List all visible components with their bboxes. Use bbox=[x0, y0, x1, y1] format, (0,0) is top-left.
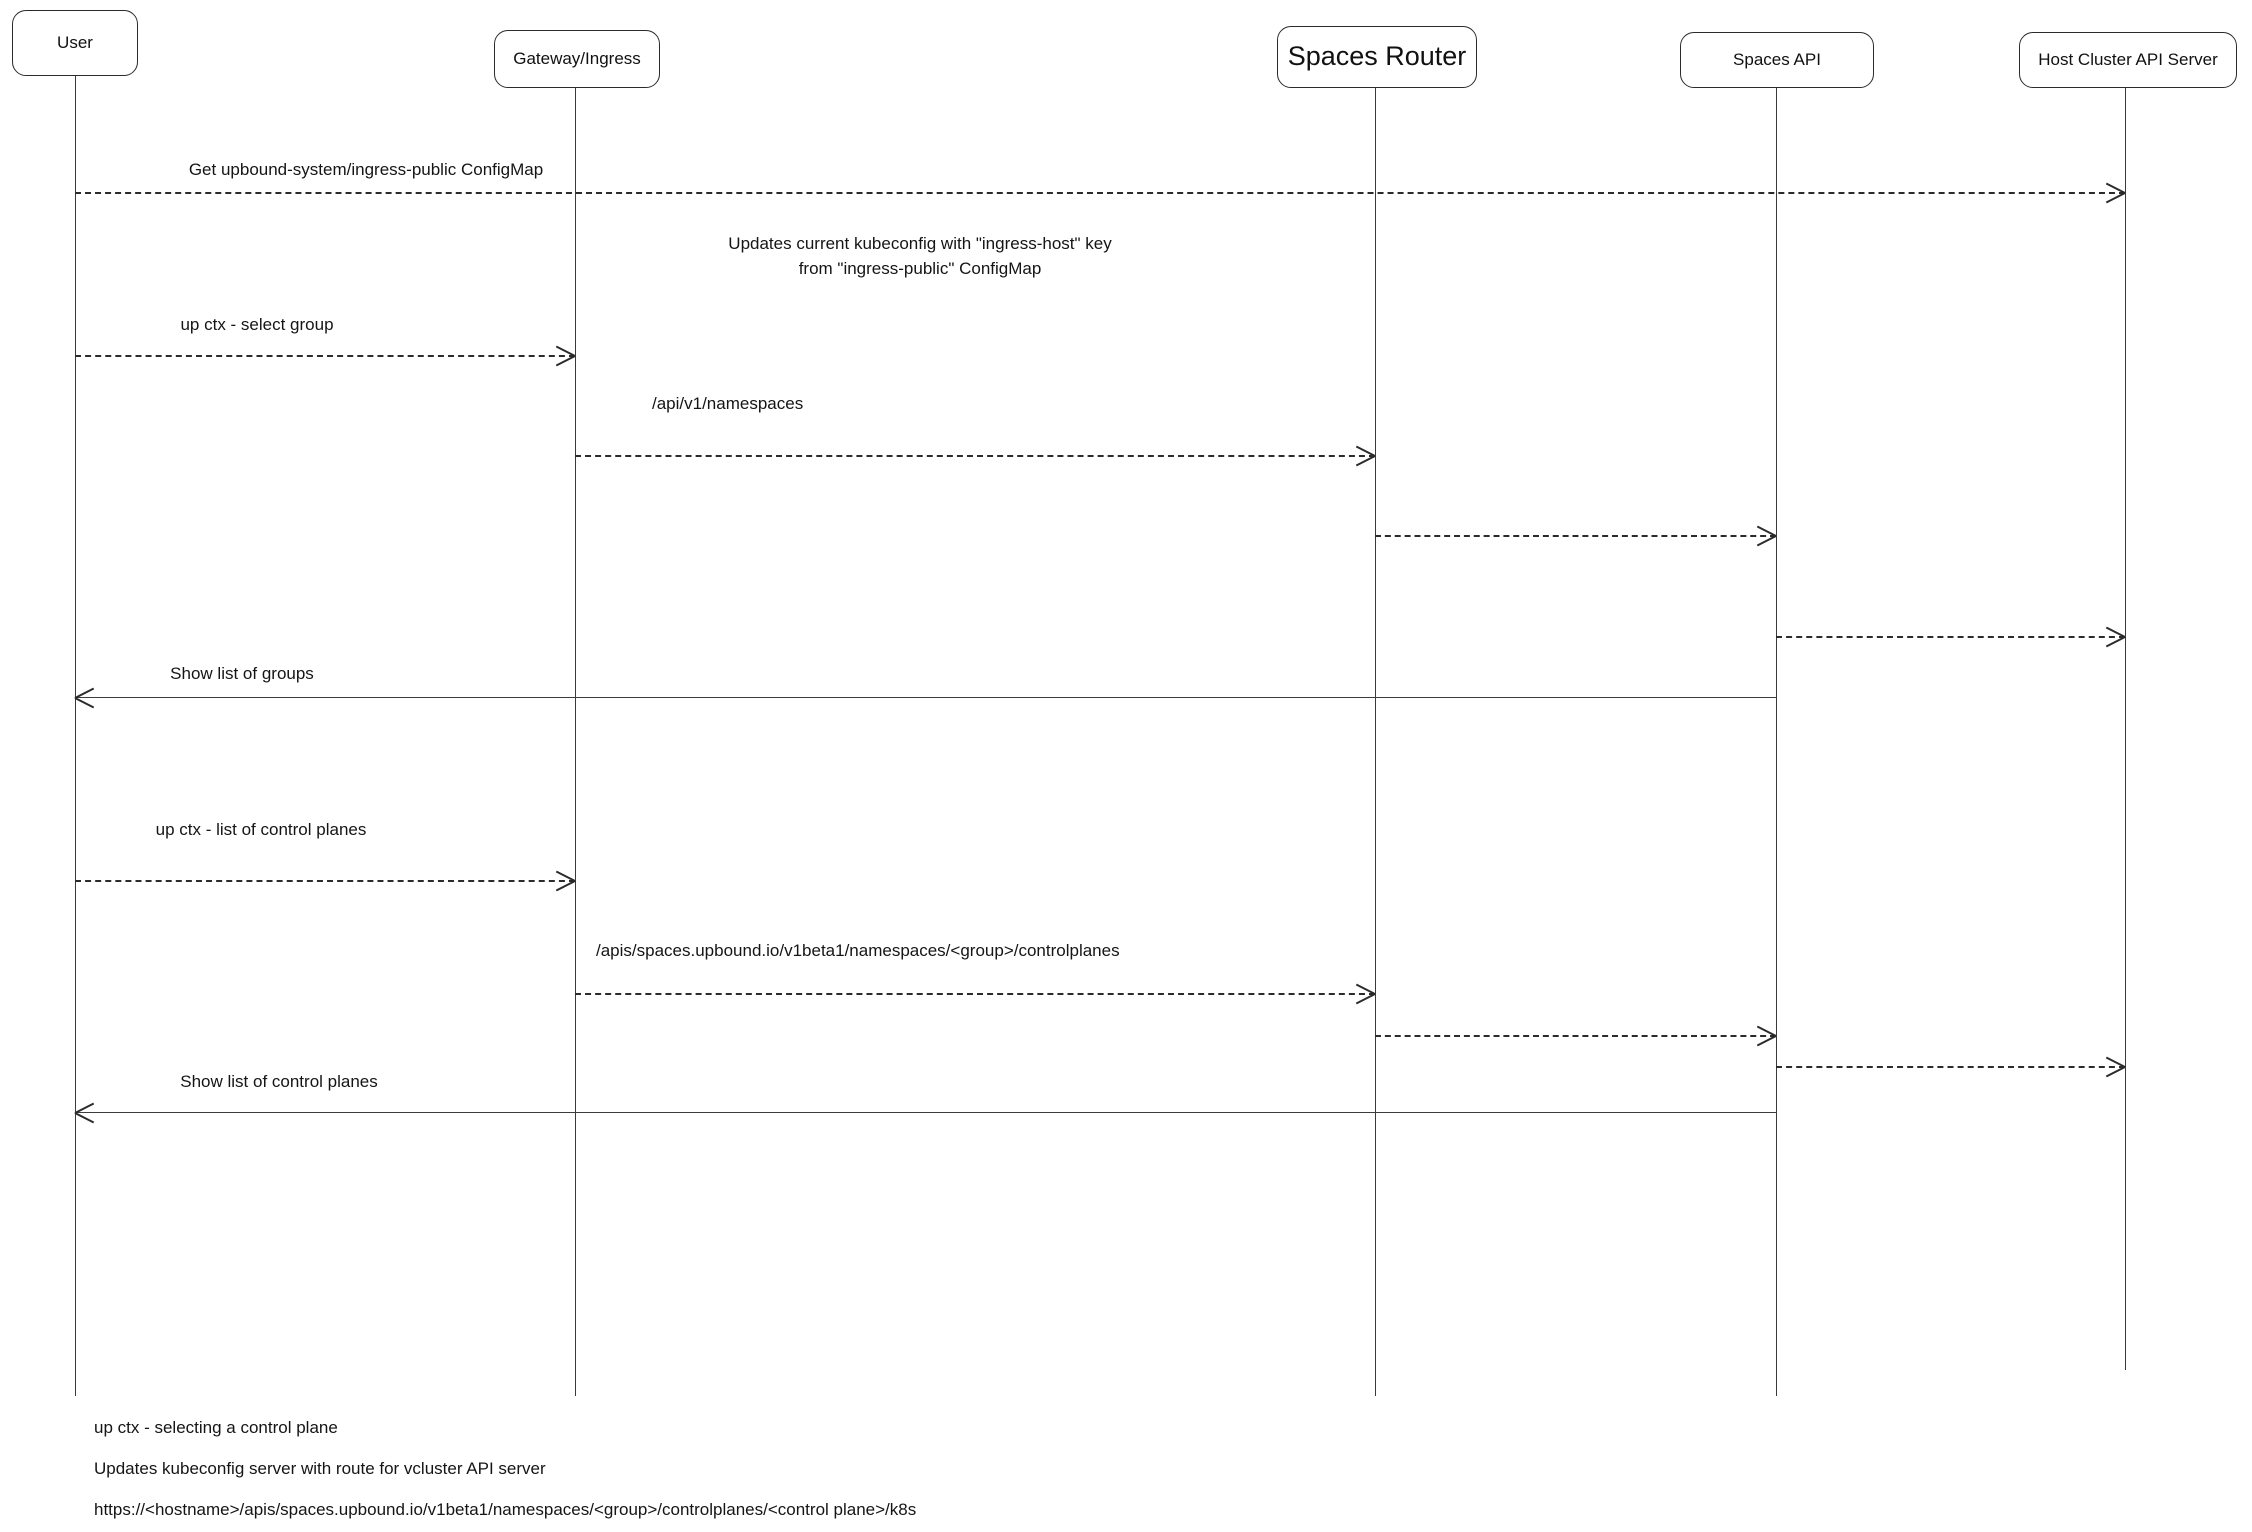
message-label-m11: Show list of control planes bbox=[180, 1072, 378, 1091]
note-n1: Updates current kubeconfig with "ingress… bbox=[728, 234, 1112, 278]
participant-gateway[interactable]: Gateway/Ingress bbox=[494, 30, 660, 88]
message-line bbox=[1375, 535, 1776, 537]
lifeline-host bbox=[2125, 88, 2126, 1370]
message-line bbox=[575, 993, 1375, 995]
message-line bbox=[1776, 636, 2125, 638]
lifeline-router bbox=[1375, 88, 1376, 1396]
message-line bbox=[75, 880, 575, 882]
message-line bbox=[75, 355, 575, 357]
participant-user[interactable]: User bbox=[12, 10, 138, 76]
message-label-m1: Get upbound-system/ingress-public Config… bbox=[188, 160, 544, 179]
message-label-m6: Show list of groups bbox=[170, 664, 314, 683]
message-line bbox=[575, 455, 1375, 457]
message-line bbox=[1776, 1066, 2125, 1068]
message-label-m3: /api/v1/namespaces bbox=[652, 394, 804, 413]
lifeline-api bbox=[1776, 88, 1777, 1396]
message-label-m7: up ctx - list of control planes bbox=[155, 820, 367, 839]
footer-text-f3: https://<hostname>/apis/spaces.upbound.i… bbox=[94, 1500, 917, 1519]
message-line bbox=[75, 1112, 1776, 1113]
lifeline-user bbox=[75, 76, 76, 1396]
footer-text-f1: up ctx - selecting a control plane bbox=[94, 1418, 338, 1437]
message-line bbox=[1375, 1035, 1776, 1037]
participant-router[interactable]: Spaces Router bbox=[1277, 26, 1477, 88]
message-line bbox=[75, 697, 1776, 698]
message-label-m8: /apis/spaces.upbound.io/v1beta1/namespac… bbox=[596, 941, 1120, 960]
participant-host[interactable]: Host Cluster API Server bbox=[2019, 32, 2237, 88]
participant-api[interactable]: Spaces API bbox=[1680, 32, 1874, 88]
message-line bbox=[75, 192, 2125, 194]
footer-text-f2: Updates kubeconfig server with route for… bbox=[94, 1459, 546, 1478]
message-label-m2: up ctx - select group bbox=[180, 315, 334, 334]
lifeline-gateway bbox=[575, 88, 576, 1396]
